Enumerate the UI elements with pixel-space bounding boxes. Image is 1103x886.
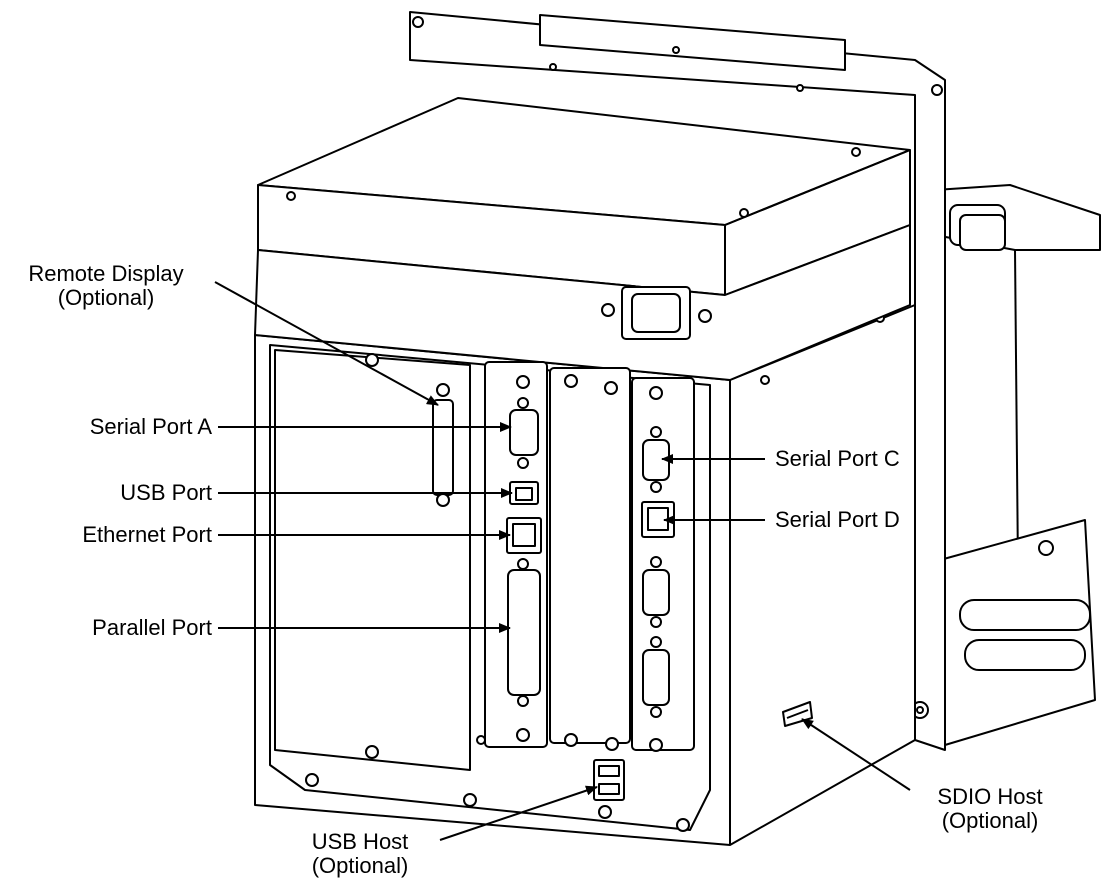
label-sdio-host: SDIO Host (Optional) xyxy=(905,785,1075,833)
label-usb-host-line2: (Optional) xyxy=(311,853,409,878)
label-serial-port-a: Serial Port A xyxy=(89,414,212,439)
blank-card xyxy=(549,367,631,751)
back-frame-plate xyxy=(409,11,946,751)
label-sdio-host-line2: (Optional) xyxy=(941,808,1039,833)
label-serial-port-c: Serial Port C xyxy=(775,446,900,471)
remote-display-connector xyxy=(432,383,454,507)
label-usb-host-line1: USB Host xyxy=(311,829,409,854)
io-card-right xyxy=(631,377,695,752)
usb-host-connector xyxy=(593,759,625,801)
leader-sdio-host xyxy=(801,718,911,791)
label-remote-display-line1: Remote Display xyxy=(28,261,184,286)
top-cover xyxy=(254,97,911,381)
label-parallel-port: Parallel Port xyxy=(92,615,212,640)
io-card-left xyxy=(484,361,548,748)
label-usb-port: USB Port xyxy=(120,480,212,505)
label-ethernet-port: Ethernet Port xyxy=(82,522,212,547)
leader-usb-host xyxy=(439,785,598,841)
label-remote-display: Remote Display (Optional) xyxy=(6,262,206,310)
media-tray xyxy=(934,184,1101,746)
label-remote-display-line2: (Optional) xyxy=(57,285,155,310)
power-inlet xyxy=(601,286,712,340)
label-serial-port-d: Serial Port D xyxy=(775,507,900,532)
label-sdio-host-line1: SDIO Host xyxy=(937,784,1043,809)
label-usb-host: USB Host (Optional) xyxy=(275,830,445,878)
leader-remote-display xyxy=(214,281,439,406)
